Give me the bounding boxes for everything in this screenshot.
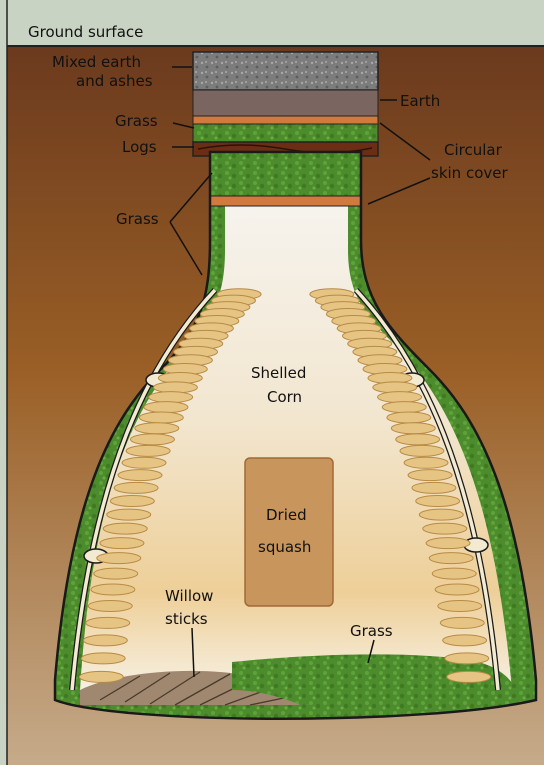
label-circular-2: skin cover (431, 164, 508, 182)
label-dried-2: squash (258, 538, 311, 556)
label-mixed-earth-2: and ashes (76, 72, 153, 90)
corn-ear (139, 412, 183, 423)
label-mixed-earth-1: Mixed earth (52, 53, 141, 71)
corn-ear (438, 600, 482, 611)
corn-ear (391, 423, 435, 434)
corn-ear (443, 635, 487, 646)
label-logs: Logs (122, 138, 157, 156)
corn-ear (408, 470, 452, 481)
label-willow-2: sticks (165, 610, 208, 628)
label-dried-1: Dried (266, 506, 307, 524)
label-shelled-2: Corn (267, 388, 302, 406)
corn-ear (432, 568, 476, 579)
corn-ear (416, 495, 460, 506)
corn-ear (396, 434, 440, 445)
corn-ear (387, 412, 431, 423)
corn-ear (378, 392, 422, 403)
corn-ear (144, 402, 188, 413)
label-circular-1: Circular (444, 141, 503, 159)
corn-ear (100, 538, 144, 549)
corn-ear (445, 653, 489, 664)
mixed-earth-layer (193, 52, 378, 90)
corn-ear (130, 434, 174, 445)
label-shelled-1: Shelled (251, 364, 306, 382)
corn-ear (435, 584, 479, 595)
corn-ear (400, 445, 444, 456)
corn-ear (91, 584, 135, 595)
corn-ear (86, 617, 130, 628)
corn-ear (440, 617, 484, 628)
corn-ear (94, 568, 138, 579)
corn-ear (79, 671, 123, 682)
corn-ear (429, 553, 473, 564)
earth-layer (193, 90, 378, 116)
corn-ear (114, 482, 158, 493)
label-willow-1: Willow (165, 587, 213, 605)
corn-ear (126, 445, 170, 456)
corn-ear (423, 523, 467, 534)
corn-ear (103, 523, 147, 534)
corn-ear (88, 600, 132, 611)
corn-ear (419, 509, 463, 520)
label-grass-neck: Grass (116, 210, 159, 228)
label-earth: Earth (400, 92, 440, 110)
corn-ear (149, 392, 193, 403)
corn-ear (412, 482, 456, 493)
label-grass-top: Grass (115, 112, 158, 130)
corn-ear (404, 457, 448, 468)
dried-squash (245, 458, 333, 606)
corn-ear (81, 653, 125, 664)
label-ground-surface: Ground surface (28, 23, 143, 41)
corn-ear (447, 671, 491, 682)
corn-ear (107, 509, 151, 520)
grass-top-layer (193, 124, 378, 142)
corn-ear (135, 423, 179, 434)
corn-ear (382, 402, 426, 413)
corn-ear (110, 495, 154, 506)
corn-ear (97, 553, 141, 564)
corn-ear (426, 538, 470, 549)
corn-ear (118, 470, 162, 481)
corn-ear (83, 635, 127, 646)
corn-ear (122, 457, 166, 468)
label-grass-floor: Grass (350, 622, 393, 640)
skin-cover-top (193, 116, 378, 124)
